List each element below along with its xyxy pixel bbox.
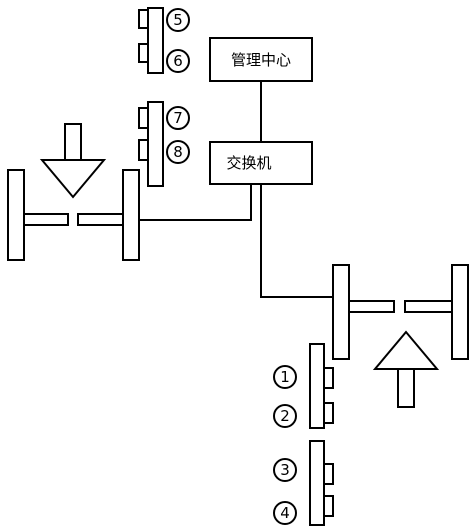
left-gate-post-left: [7, 169, 25, 261]
svg-text:7: 7: [173, 109, 183, 127]
device-4: [323, 495, 334, 517]
device-8: [138, 139, 149, 161]
device-bar-1-2: [309, 343, 325, 429]
management-center-node: 管理中心: [209, 37, 313, 82]
svg-text:3: 3: [280, 461, 290, 479]
management-center-label: 管理中心: [231, 51, 291, 69]
svg-text:2: 2: [280, 407, 290, 425]
right-gate-post-right: [451, 264, 469, 360]
device-3: [323, 463, 334, 485]
device-group-3-4: [309, 440, 334, 526]
up-arrow-head: [372, 330, 440, 370]
device-bar-7-8: [147, 101, 164, 187]
left-gate-barrier-left: [23, 213, 69, 226]
right-gate-barrier-right: [404, 300, 453, 313]
device-bar-5-6: [147, 7, 164, 74]
device-2: [323, 402, 334, 424]
device-1: [323, 367, 334, 389]
svg-text:8: 8: [173, 143, 183, 161]
right-gate-barrier-left: [348, 300, 395, 313]
device-7: [138, 107, 149, 129]
svg-text:6: 6: [173, 52, 183, 70]
svg-text:1: 1: [280, 368, 290, 386]
device-group-1-2: [309, 343, 334, 429]
left-gate-post-right: [122, 169, 140, 261]
down-arrow-head: [39, 159, 107, 199]
label-5: 5: [166, 8, 190, 32]
label-3: 3: [273, 458, 297, 482]
label-1: 1: [273, 365, 297, 389]
link-switch-left-gate: [137, 184, 252, 221]
down-arrow-shaft: [64, 123, 82, 161]
device-group-5-6: [138, 7, 164, 74]
label-2: 2: [273, 404, 297, 428]
label-4: 4: [273, 501, 297, 525]
device-5: [138, 9, 149, 29]
right-gate: [332, 264, 469, 408]
device-bar-3-4: [309, 440, 325, 526]
right-gate-post-left: [332, 264, 350, 360]
up-arrow-shaft: [397, 368, 415, 408]
left-gate-barrier-right: [77, 213, 124, 226]
device-group-7-8: [138, 101, 164, 187]
svg-text:4: 4: [280, 504, 290, 522]
label-8: 8: [166, 140, 190, 164]
device-6: [138, 43, 149, 63]
svg-text:5: 5: [173, 11, 183, 29]
label-7: 7: [166, 106, 190, 130]
switch-node: 交换机: [209, 141, 313, 185]
label-6: 6: [166, 49, 190, 73]
link-switch-right-gate: [260, 184, 336, 298]
left-gate: [7, 123, 140, 261]
switch-label: 交换机: [226, 154, 271, 172]
